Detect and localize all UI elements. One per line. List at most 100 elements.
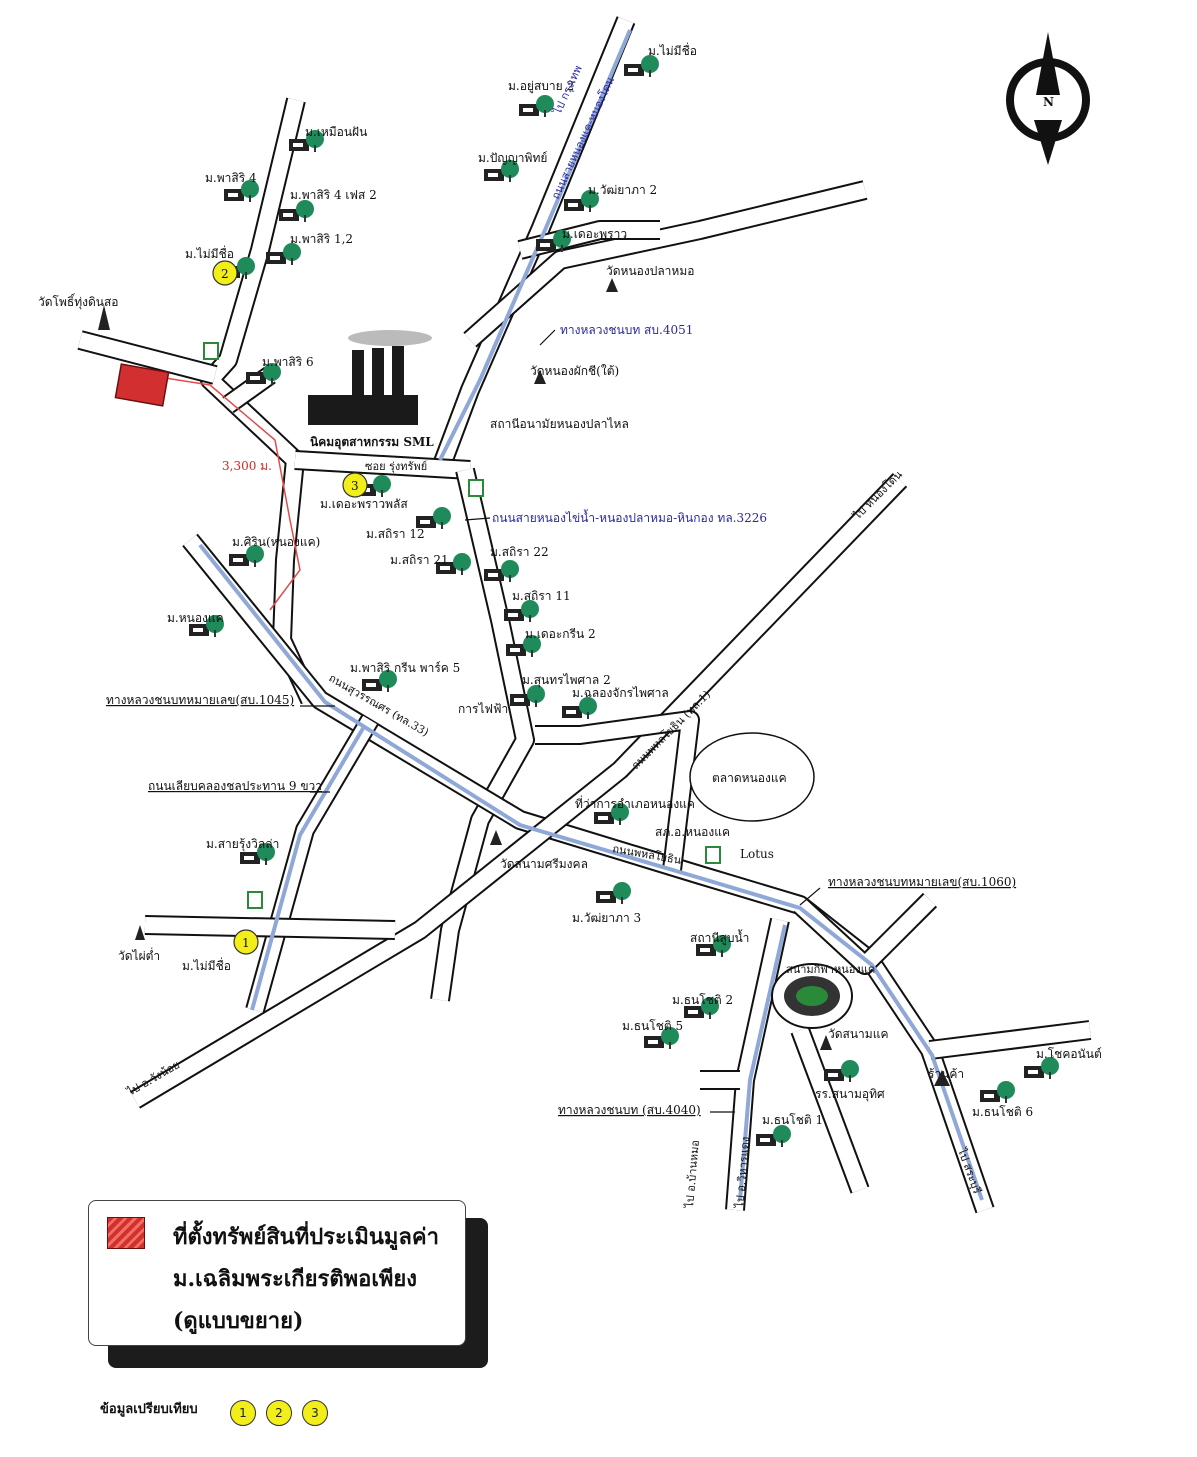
- label-health-station: สถานีอนามัยหนองปลาไหล: [490, 417, 629, 431]
- label-m-the-phrao: ม.เดอะพราว: [562, 227, 627, 241]
- village-icon: [504, 600, 539, 622]
- village-icon: [536, 230, 571, 252]
- label-m-chakri: ม.ฉลองจักรไพศาล: [572, 686, 669, 700]
- label-m-mai-mi-chue-1: ม.ไม่มีชื่อ: [182, 957, 231, 973]
- label-shop: ร้านค้า: [928, 1067, 964, 1081]
- village-icon: [980, 1081, 1015, 1103]
- village-icon: [562, 697, 597, 719]
- market-area[interactable]: [689, 732, 815, 822]
- label-m-the-green-2: ม.เดอะกรีน 2: [525, 627, 596, 641]
- north-label: N: [1043, 95, 1054, 109]
- label-m-sathira-11: ม.สถิรา 11: [512, 589, 571, 603]
- village-icon: [644, 1027, 679, 1049]
- label-wat-nong-pla-mo: วัดหนองปลาหมอ: [606, 264, 694, 278]
- village-icon: [624, 55, 659, 77]
- label-to-ban-mo: ไป อ.บ้านหมอ: [683, 1139, 702, 1209]
- marker-2: 2: [221, 267, 229, 281]
- village-icon: [596, 882, 631, 904]
- label-m-phasiri-green: ม.พาสิริ กรีน พาร์ค 5: [350, 661, 460, 675]
- village-icon: [510, 685, 545, 707]
- village-icon: [362, 670, 397, 692]
- stadium[interactable]: [771, 963, 853, 1029]
- village-icon: [484, 160, 519, 182]
- label-wat-khok: วัดโพธิ์ทุ่งดินสอ: [38, 293, 119, 310]
- village-icon: [229, 545, 264, 567]
- village-icon: [289, 130, 324, 152]
- legend-line-2: ม.เฉลิมพระเกียรติพอเพียง: [173, 1266, 417, 1292]
- label-police: สภ.อ.หนองแค: [655, 825, 730, 839]
- canals: [198, 29, 984, 1201]
- comparison-markers[interactable]: 2 3 1: [212, 260, 368, 955]
- village-icon: [564, 190, 599, 212]
- village-icon: [824, 1060, 859, 1082]
- label-lotus: Lotus: [740, 847, 774, 861]
- village-icon: [506, 635, 541, 657]
- legend-line-1: ที่ตั้งทรัพย์สินที่ประเมินมูลค่า: [173, 1224, 439, 1250]
- comparison-badge-1: 1: [230, 1400, 256, 1426]
- label-m-the-phrao-plus: ม.เดอะพราวพลัส: [320, 497, 408, 511]
- label-power: การไฟฟ้า: [458, 702, 508, 716]
- label-m-sathira-22: ม.สถิรา 22: [490, 545, 549, 559]
- convenience-stores: [203, 342, 721, 909]
- label-soi-rung: ซอย รุ่งทรัพย์: [365, 460, 427, 473]
- village-icon: [240, 843, 275, 865]
- label-wat-nong-phak-chi: วัดหนองผักชี(ใต้): [530, 364, 619, 378]
- label-m-mai-mi-chue-top: ม.ไม่มีชื่อ: [648, 42, 697, 58]
- village-icon: [246, 363, 281, 385]
- subject-property[interactable]: [114, 363, 170, 407]
- label-m-sai-rung: ม.สายรุ้งวิลล่า: [206, 837, 279, 852]
- label-m-muan-fan: ม.เหมือนฝัน: [305, 125, 367, 139]
- village-icon: [266, 243, 301, 265]
- label-m-thanchot-1: ม.ธนโชติ 1: [762, 1113, 823, 1127]
- label-to-sao-hai: ไป อ.วิหารแดง: [733, 1136, 752, 1209]
- village-icon: [189, 615, 224, 637]
- label-m-yu-sabai-2: ม.อยู่สบาย 2: [508, 79, 574, 94]
- village-icon: [756, 1125, 791, 1147]
- village-icon: [684, 997, 719, 1019]
- label-m-mai-mi-chue-2: ม.ไม่มีชื่อ: [185, 245, 234, 261]
- label-wat-sanam: วัดสนามแค: [828, 1027, 888, 1041]
- north-arrow-icon: N: [1006, 32, 1090, 165]
- label-temple-center: วัดสนามศรีมงคล: [500, 857, 588, 871]
- village-icon: [519, 95, 554, 117]
- village-icon: [696, 935, 731, 957]
- label-road-3226: ถนนสายหนองไข่น้ำ-หนองปลาหมอ-หินกอง ทล.32…: [492, 509, 767, 525]
- distance-label: 3,300 ม.: [222, 459, 272, 473]
- label-canal-road: ถนนเลียบคลองชลประทาน 9 ขวา: [148, 779, 322, 793]
- village-icon: [436, 553, 471, 575]
- label-m-wat-3: ม.วัฒ่ยาภา 3: [572, 911, 641, 925]
- label-m-chok-anan: ม.โชคอนันต์: [1036, 1047, 1102, 1061]
- label-m-wat-2: ม.วัฒ่ยาภา 2: [588, 183, 657, 197]
- village-icon: [594, 803, 629, 825]
- label-m-nong-khae: ม.หนองแค: [167, 611, 224, 625]
- marker-3: 3: [351, 479, 359, 493]
- legend-box: ที่ตั้งทรัพย์สินที่ประเมินมูลค่า ม.เฉลิม…: [88, 1200, 466, 1346]
- label-district-office: ที่ว่าการอำเภอหนองแค: [575, 795, 695, 811]
- label-m-sirin: ม.ศิริน(หนองแค): [232, 535, 320, 549]
- label-m-phasiri-6: ม.พาสิริ 6: [262, 355, 314, 369]
- legend-line-3: (ดูแบบขยาย): [173, 1308, 304, 1334]
- label-m-phasiri-4-phase2: ม.พาสิริ 4 เฟส 2: [290, 188, 377, 202]
- village-icon: [1024, 1057, 1059, 1079]
- label-estate: นิคมอุตสาหกรรม SML: [310, 435, 434, 450]
- marker-1: 1: [242, 936, 250, 950]
- label-m-sathira-21: ม.สถิรา 21: [390, 553, 449, 567]
- label-road-4040: ทางหลวงชนบท (สบ.4040): [558, 1103, 701, 1117]
- label-m-thanchot-2: ม.ธนโชติ 2: [672, 993, 733, 1007]
- label-road-1045: ทางหลวงชนบทหมายเลข(สบ.1045): [106, 693, 294, 707]
- village-icon: [484, 560, 519, 582]
- distance-trace: [164, 377, 301, 611]
- pointer-lines: [300, 329, 821, 1113]
- village-icon: [416, 507, 451, 529]
- legend-swatch: [107, 1217, 145, 1249]
- comparison-badge-2: 2: [266, 1400, 292, 1426]
- label-m-phasiri-4: ม.พาสิริ 4: [205, 171, 257, 185]
- market-label: ตลาดหนองแค: [712, 771, 787, 785]
- label-wat-phai: วัดไผ่ต่ำ: [118, 947, 160, 963]
- label-road-1060: ทางหลวงชนบทหมายเลข(สบ.1060): [828, 875, 1016, 889]
- temple-icons: [98, 278, 950, 1086]
- label-m-sunthon: ม.สุนทรไพศาล 2: [522, 673, 611, 688]
- stadium-label: สนามกีฬาหนองแค: [786, 963, 875, 976]
- label-road-4051: ทางหลวงชนบท สบ.4051: [560, 323, 693, 337]
